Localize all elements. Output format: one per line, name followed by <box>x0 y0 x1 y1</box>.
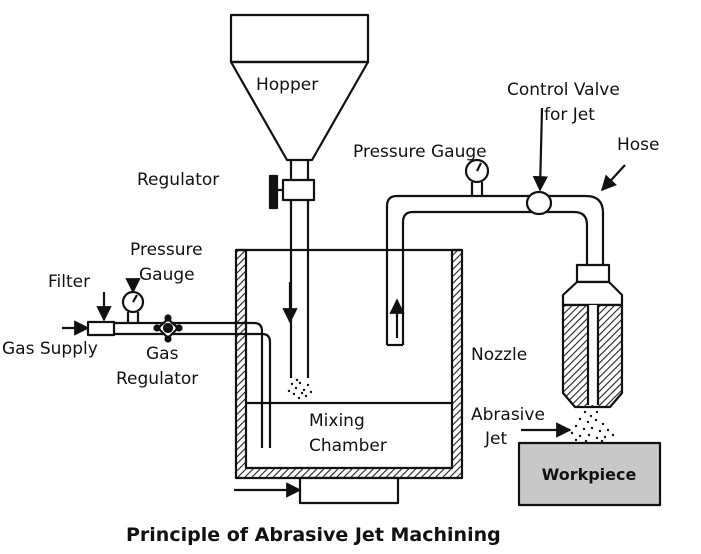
label-gas-regulator-1: Gas <box>146 344 179 364</box>
label-filter: Filter <box>48 272 90 292</box>
label-control-valve-2: for Jet <box>544 105 595 125</box>
diagram-caption: Principle of Abrasive Jet Machining <box>126 524 501 546</box>
mixing-chamber <box>234 248 464 505</box>
abrasive-particles-chamber <box>287 378 313 400</box>
label-pressure-gauge-top: Pressure Gauge <box>353 142 487 162</box>
hopper <box>229 13 370 162</box>
label-pressure-gauge-left-2: Gauge <box>139 265 195 285</box>
label-abrasive-jet-2: Jet <box>484 429 507 449</box>
label-abrasive-jet-1: Abrasive <box>471 405 545 425</box>
abrasive-jet-particles <box>570 410 615 443</box>
control-valve <box>525 107 553 216</box>
label-hopper: Hopper <box>256 75 318 95</box>
label-gas-regulator-2: Regulator <box>116 369 198 389</box>
outlet-pipe <box>385 194 605 347</box>
label-mixing-chamber-1: Mixing <box>309 411 365 431</box>
feed-pipe <box>281 160 316 378</box>
pressure-gauge-left <box>121 278 145 323</box>
regulator-knob <box>268 174 283 210</box>
label-workpiece: Workpiece <box>542 465 637 484</box>
label-control-valve-1: Control Valve <box>507 80 620 100</box>
nozzle <box>561 263 624 409</box>
label-mixing-chamber-2: Chamber <box>309 436 387 456</box>
label-gas-supply: Gas Supply <box>2 339 98 359</box>
label-pressure-gauge-left-1: Pressure <box>130 240 203 260</box>
gas-regulator-valve <box>153 314 183 343</box>
label-nozzle: Nozzle <box>471 345 527 365</box>
pressure-gauge-top <box>464 158 490 196</box>
label-hose: Hose <box>617 135 660 155</box>
label-regulator: Regulator <box>137 170 219 190</box>
workpiece <box>517 441 662 507</box>
